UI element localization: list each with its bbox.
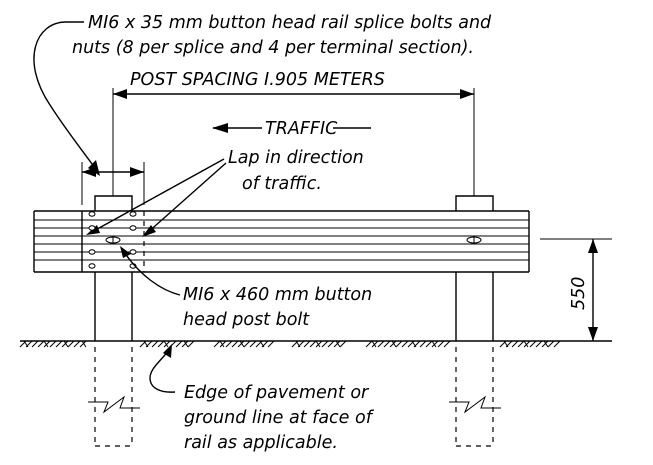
w-beam-rail — [33, 210, 530, 273]
traffic-label: TRAFFIC — [265, 119, 338, 139]
splice-bolts-note-line2: nuts (8 per splice and 4 per terminal se… — [72, 38, 474, 58]
lap-leader-upper — [89, 158, 225, 234]
post-bolt-leader-arrowhead — [120, 246, 131, 258]
pavement-edge-note-line1: Edge of pavement or — [184, 383, 370, 403]
splice-bolts-note-line1: MI6 x 35 mm button head rail splice bolt… — [88, 13, 492, 33]
pavement-edge-leader — [149, 350, 176, 393]
post-bolt-leader — [123, 251, 181, 296]
pavement-edge-leader-arrowhead — [163, 344, 172, 358]
lap-arrow-left — [82, 167, 96, 177]
lap-leader-lower — [145, 162, 227, 235]
post-spacing-label: POST SPACING I.905 METERS — [130, 70, 385, 90]
post-spacing-arrow-right — [460, 89, 474, 99]
post-bolt-note-line1: MI6 x 460 mm button — [183, 285, 372, 305]
rail-height-label: 550 — [569, 277, 589, 310]
lap-note-line2: of traffic. — [242, 174, 322, 194]
post-spacing-arrow-left — [113, 89, 127, 99]
post-right-break-mark — [449, 395, 501, 414]
post-left-break-mark — [88, 395, 140, 414]
lap-note-line1: Lap in direction — [228, 148, 364, 168]
height-arrow-top — [588, 239, 598, 253]
post-bolt-left — [105, 236, 121, 244]
lap-arrow-right — [130, 167, 144, 177]
splice-bolts-leader — [33, 21, 96, 169]
post-right — [449, 195, 501, 447]
pavement-edge-note-line3: rail as applicable. — [184, 433, 338, 453]
ground-line — [19, 340, 612, 348]
height-arrow-bottom — [588, 327, 598, 341]
post-left — [88, 195, 140, 447]
splice-bolt-holes — [88, 211, 137, 269]
traffic-arrow-head — [212, 123, 228, 133]
pavement-edge-note-line2: ground line at face of — [184, 408, 375, 428]
post-bolt-right — [466, 236, 482, 244]
post-bolt-note-line2: head post bolt — [183, 310, 310, 330]
